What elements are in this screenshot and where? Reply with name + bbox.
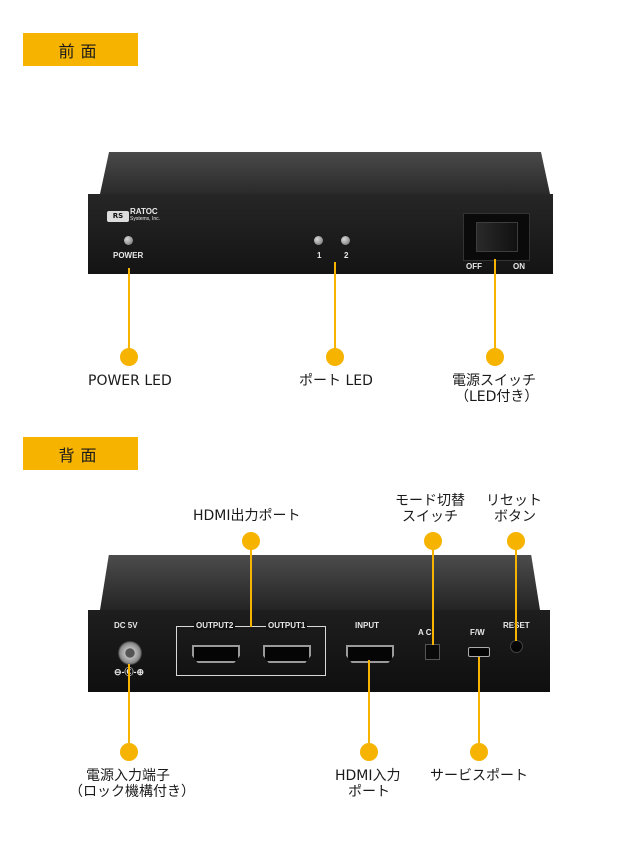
- dc-in-marker: [120, 743, 138, 761]
- logo-text: RATOC: [130, 207, 158, 216]
- back-section-tag: 背面: [23, 437, 138, 470]
- reset-marker: [507, 532, 525, 550]
- back-device-top: [100, 555, 540, 610]
- hdmi-out-leader-line: [250, 549, 252, 627]
- ratoc-logo-icon: RS: [107, 211, 129, 222]
- power-label: POWER: [113, 251, 144, 260]
- dc-label: DC 5V: [114, 621, 138, 630]
- dc-in-leader-line: [128, 664, 130, 744]
- mode-switch-callout-line1: モード切替: [395, 493, 465, 509]
- port2-led-icon: [341, 236, 350, 245]
- service-port-leader-line: [478, 657, 480, 744]
- power-switch-marker: [486, 348, 504, 366]
- reset-button[interactable]: [510, 640, 523, 653]
- port-led-callout: ポート LED: [299, 373, 373, 389]
- front-device-top: [100, 152, 550, 194]
- hdmi-output1-port: [263, 645, 311, 663]
- input-label: INPUT: [355, 621, 379, 630]
- off-label: OFF: [466, 262, 482, 271]
- port2-label: 2: [344, 251, 349, 260]
- mode-switch[interactable]: [425, 644, 440, 660]
- power-led-icon: [124, 236, 133, 245]
- port-led-leader-line: [334, 262, 336, 350]
- front-section-tag: 前面: [23, 33, 138, 66]
- dc-jack-icon: [118, 641, 142, 665]
- fw-label: F/W: [470, 628, 485, 637]
- power-switch-leader-line: [494, 259, 496, 350]
- on-label: ON: [513, 262, 525, 271]
- service-port-callout: サービスポート: [430, 768, 528, 784]
- output1-label: OUTPUT1: [266, 621, 308, 630]
- hdmi-out-marker: [242, 532, 260, 550]
- reset-leader-line: [515, 549, 517, 641]
- hdmi-out-callout: HDMI出力ポート: [193, 508, 301, 524]
- mode-switch-callout-line2: スイッチ: [402, 509, 458, 525]
- port1-label: 1: [317, 251, 322, 260]
- power-switch-callout-line1: 電源スイッチ: [452, 373, 536, 389]
- mode-labels: A C: [418, 628, 432, 637]
- hdmi-in-leader-line: [368, 660, 370, 744]
- dc-in-callout-line2: （ロック機構付き）: [69, 784, 195, 800]
- service-port-marker: [470, 743, 488, 761]
- hdmi-in-callout-line2: ポート: [348, 784, 390, 800]
- hdmi-in-marker: [360, 743, 378, 761]
- hdmi-output2-port: [192, 645, 240, 663]
- mode-switch-marker: [424, 532, 442, 550]
- port1-led-icon: [314, 236, 323, 245]
- power-led-marker: [120, 348, 138, 366]
- power-led-leader-line: [128, 268, 130, 350]
- micro-usb-port-icon: [468, 647, 490, 657]
- power-switch-callout-line2: （LED付き）: [455, 389, 539, 405]
- logo-subtext: Systems, Inc.: [130, 216, 161, 222]
- hdmi-input-port: [346, 645, 394, 663]
- reset-callout-line1: リセット: [486, 493, 542, 509]
- reset-callout-line2: ボタン: [494, 509, 536, 525]
- power-led-callout: POWER LED: [88, 373, 172, 389]
- mode-switch-leader-line: [432, 549, 434, 645]
- rocker-switch-icon: [476, 222, 518, 252]
- power-switch[interactable]: [463, 213, 530, 261]
- port-led-marker: [326, 348, 344, 366]
- output2-label: OUTPUT2: [194, 621, 236, 630]
- hdmi-in-callout-line1: HDMI入力: [335, 768, 401, 784]
- dc-in-callout-line1: 電源入力端子: [86, 768, 170, 784]
